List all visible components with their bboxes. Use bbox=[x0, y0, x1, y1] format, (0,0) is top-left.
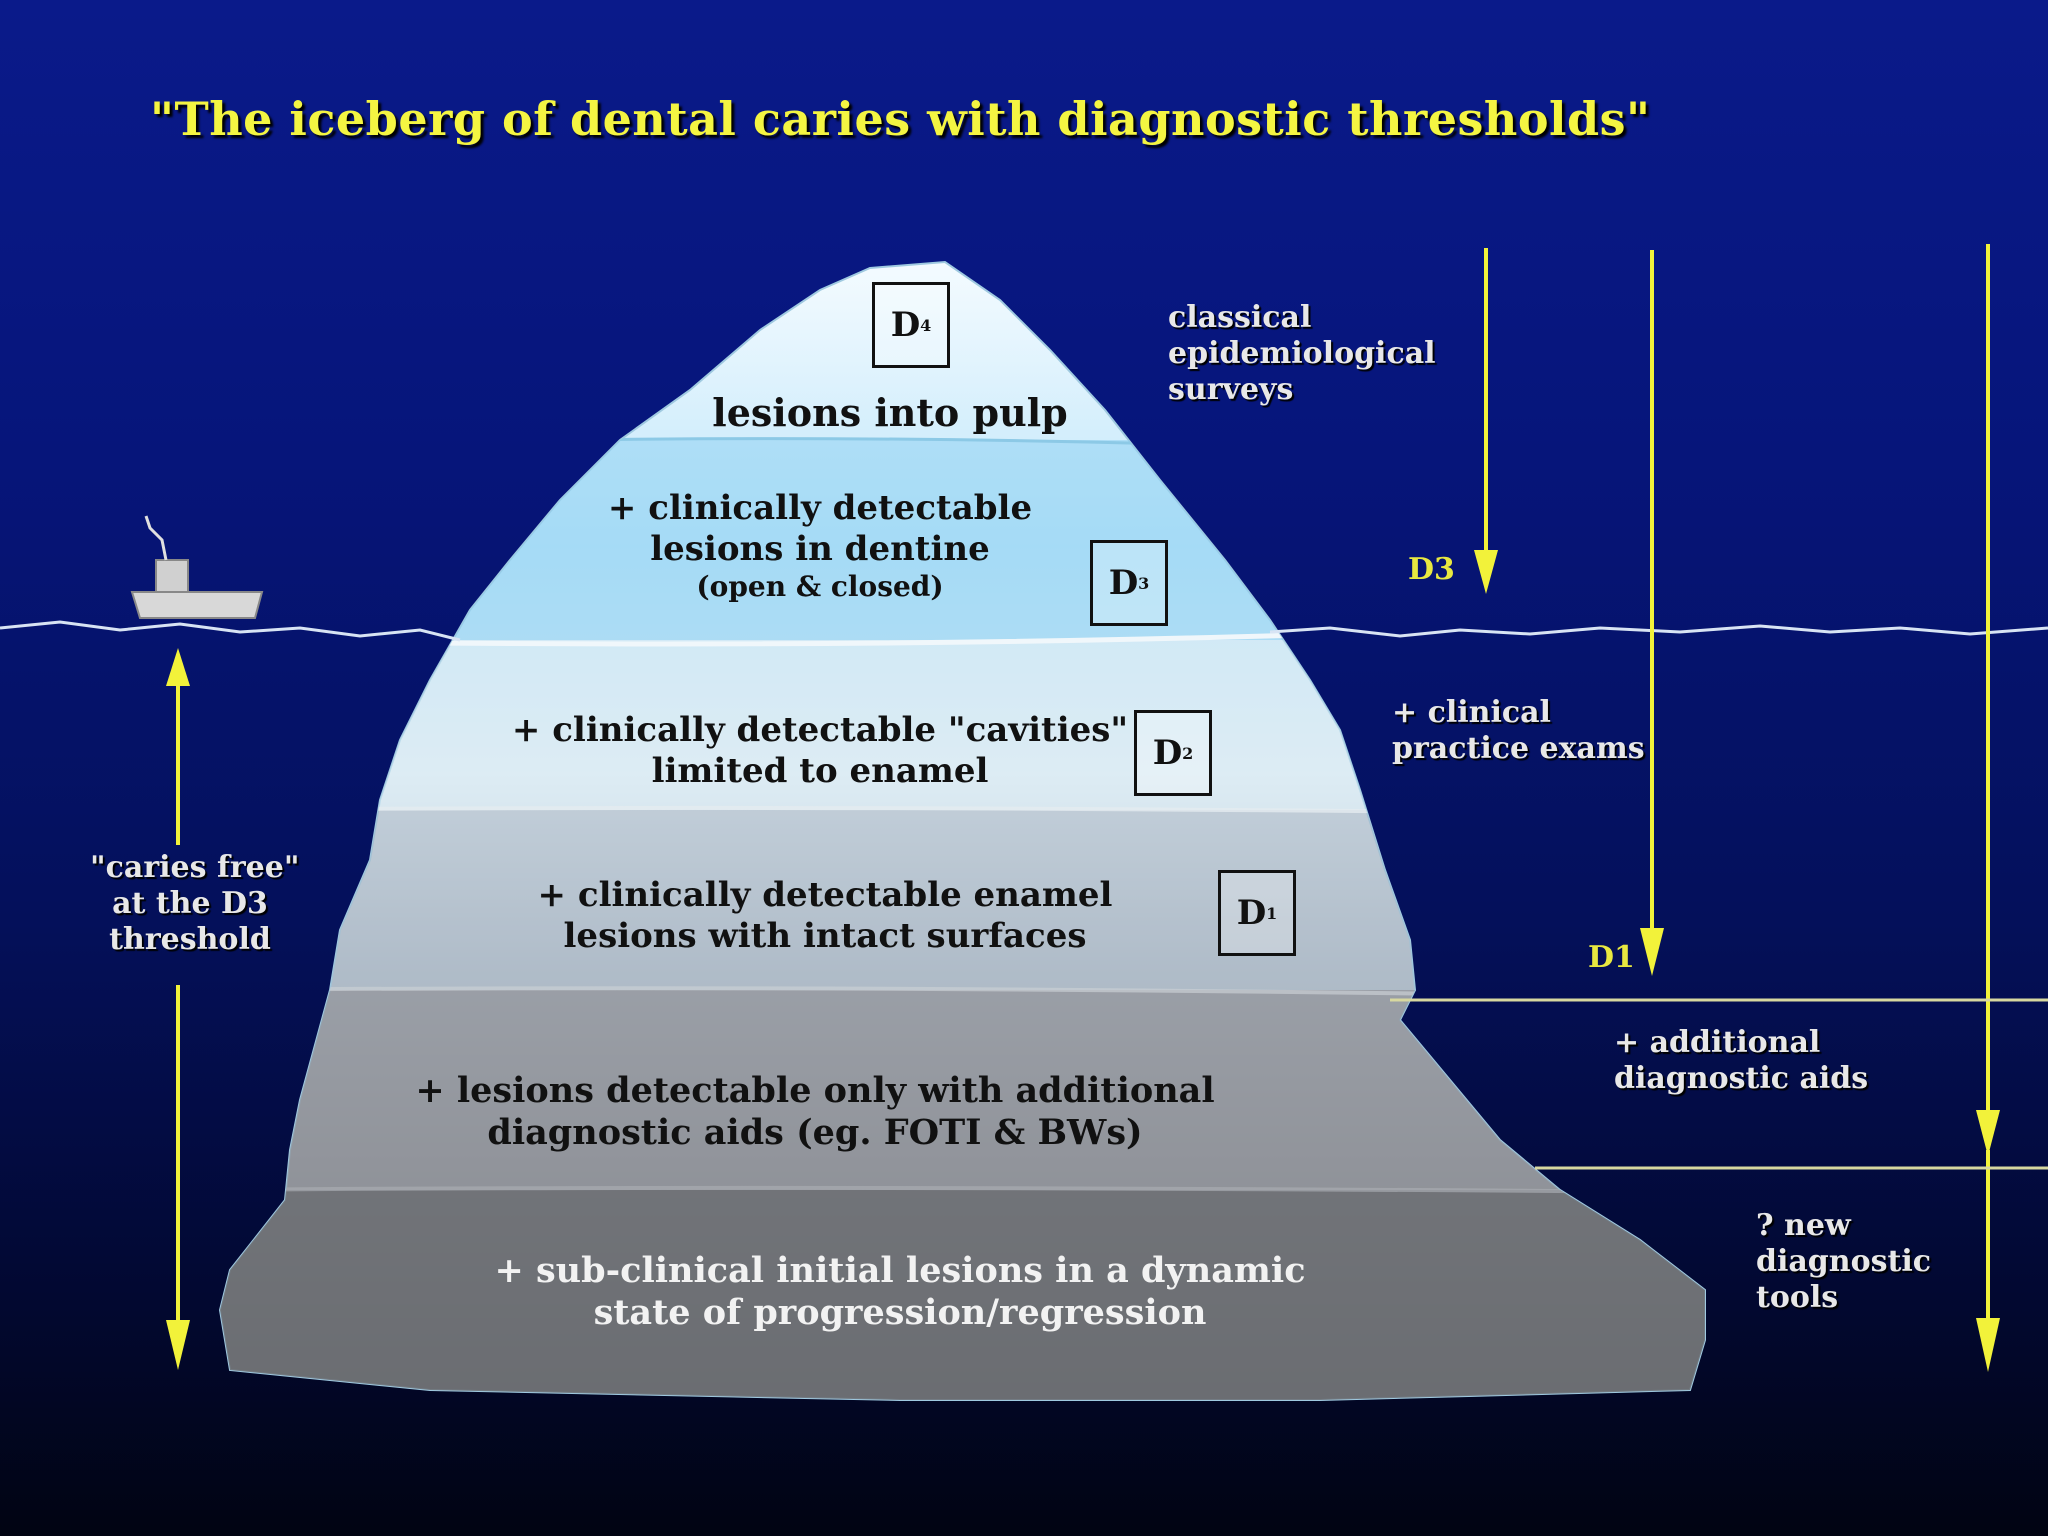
arrow-label-d1: D1 bbox=[1588, 940, 1635, 975]
annotation-line: surveys bbox=[1168, 372, 1294, 407]
annotation-additional-aids: + additional diagnostic aids bbox=[1614, 1025, 1868, 1097]
annotation-new-tools: ? new diagnostic tools bbox=[1756, 1208, 1931, 1316]
annotation-line: "caries free" bbox=[90, 850, 300, 885]
layer-text: diagnostic aids (eg. FOTI & BWs) bbox=[487, 1112, 1143, 1153]
annotation-line: + additional bbox=[1614, 1025, 1821, 1060]
threshold-arrows bbox=[1474, 244, 2000, 1372]
layer-text: + clinically detectable bbox=[607, 488, 1033, 528]
threshold-divider-lines bbox=[1390, 998, 2048, 1170]
layer-label-diagnostic-aids: + lesions detectable only with additiona… bbox=[400, 1070, 1230, 1154]
caries-free-arrow bbox=[166, 648, 190, 1370]
annotation-epidemiological: classical epidemiological surveys bbox=[1168, 300, 1436, 408]
layer-text: + sub-clinical initial lesions in a dyna… bbox=[494, 1250, 1306, 1291]
layer-label-cavities: + clinically detectable "cavities" limit… bbox=[490, 710, 1150, 792]
layer-text: + clinically detectable enamel bbox=[537, 875, 1113, 915]
ship-icon bbox=[130, 515, 264, 619]
annotation-line: epidemiological bbox=[1168, 336, 1436, 371]
layer-label-dentine: + clinically detectable lesions in denti… bbox=[560, 488, 1080, 603]
annotation-line: diagnostic bbox=[1756, 1244, 1932, 1279]
annotation-line: classical bbox=[1168, 300, 1312, 335]
annotation-clinical-exams: + clinical practice exams bbox=[1392, 695, 1645, 767]
layer-label-pulp: lesions into pulp bbox=[700, 390, 1080, 436]
annotation-line: tools bbox=[1756, 1280, 1839, 1315]
annotation-line: + clinical bbox=[1392, 695, 1551, 730]
caries-free-label: "caries free" at the D3 threshold bbox=[90, 850, 300, 958]
diagram-title: "The iceberg of dental caries with diagn… bbox=[150, 92, 1651, 146]
layer-text: state of progression/regression bbox=[593, 1292, 1207, 1333]
annotation-line: practice exams bbox=[1392, 731, 1645, 766]
layer-text: lesions in dentine bbox=[650, 528, 990, 569]
annotation-line: ? new bbox=[1756, 1208, 1851, 1243]
annotation-line: diagnostic aids bbox=[1614, 1061, 1869, 1096]
annotation-line: threshold bbox=[109, 922, 271, 957]
layer-text: + lesions detectable only with additiona… bbox=[415, 1070, 1215, 1111]
arrow-label-d3: D3 bbox=[1408, 552, 1455, 587]
layer-text: (open & closed) bbox=[696, 569, 944, 603]
layer-text: + clinically detectable "cavities" bbox=[511, 710, 1129, 750]
layer-label-subclinical: + sub-clinical initial lesions in a dyna… bbox=[460, 1250, 1340, 1334]
layer-text: lesions with intact surfaces bbox=[563, 915, 1087, 956]
layer-text: limited to enamel bbox=[651, 750, 989, 791]
waterline bbox=[0, 620, 2048, 642]
annotation-line: at the D3 bbox=[112, 886, 268, 921]
layer-label-enamel: + clinically detectable enamel lesions w… bbox=[500, 875, 1150, 957]
layer-text: lesions into pulp bbox=[712, 390, 1068, 435]
